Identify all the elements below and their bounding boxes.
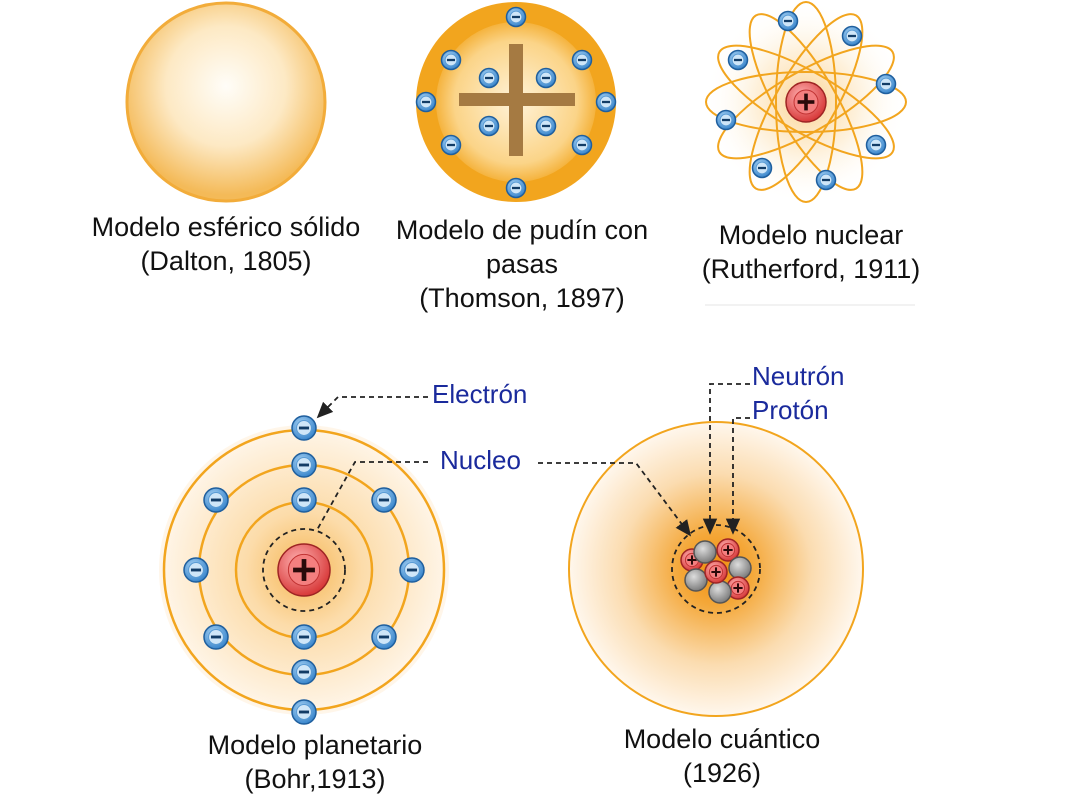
bohr-electron-icon	[291, 487, 317, 513]
caption-dalton-line-1: Modelo esférico sólido	[91, 212, 361, 242]
label-electron: Electrón	[432, 379, 528, 409]
thomson-cross-vertical	[509, 44, 523, 156]
nucleus-boundary	[262, 528, 346, 612]
thomson-electron-icon	[505, 6, 527, 28]
bohr-electron-icon	[399, 557, 425, 583]
neutron-leader	[702, 383, 750, 535]
caption-thomson-line-1: Modelo de pudín con	[395, 215, 649, 245]
thomson-electron-icon	[595, 91, 617, 113]
bohr-electron-icon	[371, 624, 397, 650]
quantum-proton-icon	[716, 538, 740, 562]
caption-thomson-line-2: pasas	[485, 249, 559, 279]
neutron-icon	[728, 556, 752, 580]
callout-leaders	[316, 383, 750, 537]
bohr-electron-icon	[203, 624, 229, 650]
caption-bohr: Modelo planetario (Bohr,1913)	[160, 728, 470, 796]
bohr-electron-icon	[291, 415, 317, 441]
thomson-electron-icon	[535, 67, 557, 89]
caption-rutherford-line-1: Modelo nuclear	[718, 220, 904, 250]
proton-leader	[725, 417, 750, 535]
rutherford-electron-icon	[841, 25, 863, 47]
rutherford-electron-icon	[727, 49, 749, 71]
thomson-electron-icon	[478, 67, 500, 89]
caption-rutherford-line-2: (Rutherford, 1911)	[701, 254, 921, 284]
rutherford-electron-icon	[751, 157, 773, 179]
thomson-electron-icon	[440, 134, 462, 156]
caption-quantum-line-2: (1926)	[682, 758, 762, 788]
nucleus-leader-quantum	[538, 462, 692, 537]
caption-quantum-line-1: Modelo cuántico	[623, 724, 821, 754]
thomson-pudding	[416, 2, 616, 202]
rutherford-electron-icon	[815, 169, 837, 191]
rutherford-electron-icon	[865, 134, 887, 156]
thomson-electron-icon	[440, 49, 462, 71]
bohr-electron-icon	[203, 487, 229, 513]
electron-leader	[316, 396, 428, 419]
caption-bohr-line-2: (Bohr,1913)	[244, 764, 386, 794]
thomson-electron-icon	[571, 134, 593, 156]
bohr-nucleus-icon	[277, 543, 331, 597]
bohr-electron-icon	[291, 659, 317, 685]
particles	[183, 6, 897, 725]
rutherford-electron-icon	[875, 73, 897, 95]
bohr-electron-icon	[291, 699, 317, 725]
caption-dalton: Modelo esférico sólido (Dalton, 1805)	[40, 210, 412, 278]
caption-bohr-line-1: Modelo planetario	[207, 730, 423, 760]
rutherford-electron-icon	[777, 10, 799, 32]
caption-thomson-line-3: (Thomson, 1897)	[419, 283, 625, 313]
caption-rutherford: Modelo nuclear (Rutherford, 1911)	[676, 218, 946, 286]
thomson-electron-icon	[478, 115, 500, 137]
rutherford-orbits	[705, 1, 907, 203]
neutron-icon	[684, 568, 708, 592]
bohr-electron-icon	[183, 557, 209, 583]
thomson-electron-icon	[505, 177, 527, 199]
bohr-electron-icon	[371, 487, 397, 513]
dalton-sphere	[125, 1, 327, 203]
thomson-electron-icon	[571, 49, 593, 71]
label-neutron: Neutrón	[752, 361, 845, 391]
nucleus-leader	[316, 461, 428, 531]
quantum-proton-icon	[704, 560, 728, 584]
bohr-electron-icon	[291, 452, 317, 478]
label-proton: Protón	[752, 395, 829, 425]
thomson-electron-icon	[415, 91, 437, 113]
caption-thomson: Modelo de pudín con pasas (Thomson, 1897…	[370, 213, 674, 315]
rutherford-nucleus-icon	[785, 81, 827, 123]
thomson-electron-icon	[535, 115, 557, 137]
neutron-icon	[693, 540, 717, 564]
caption-dalton-line-2: (Dalton, 1805)	[140, 246, 312, 276]
bohr-electron-icon	[291, 624, 317, 650]
rutherford-electron-icon	[715, 109, 737, 131]
label-nucleus: Nucleo	[440, 445, 521, 475]
neutron-icon	[708, 580, 732, 604]
caption-quantum: Modelo cuántico (1926)	[580, 722, 864, 790]
